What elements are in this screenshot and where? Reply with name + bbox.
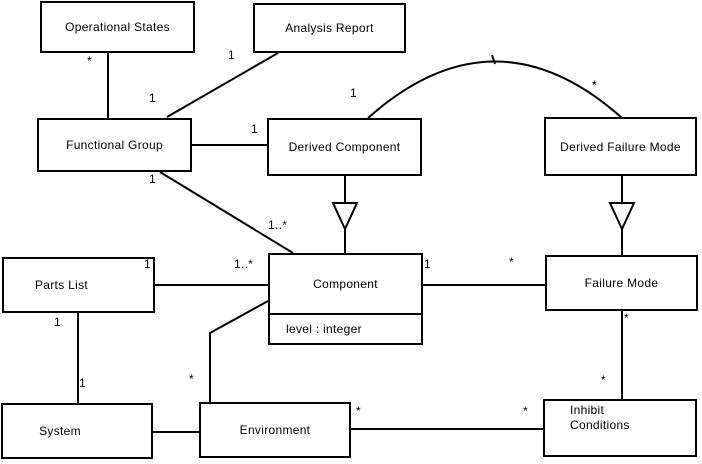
class-label: Failure Mode <box>584 276 659 290</box>
generalization-derived-failure-mode-arrow <box>608 202 636 232</box>
class-inhibit-conditions[interactable]: Inhibit Conditions <box>543 399 697 457</box>
class-parts-list[interactable]: Parts List <box>2 257 155 313</box>
mult-functional-group-end-analysis-report: 1 <box>149 91 156 105</box>
mult-derived-component-end-functional-group: 1 <box>251 122 258 136</box>
class-failure-mode[interactable]: Failure Mode <box>545 255 698 311</box>
mult-functional-group-end-component: 1 <box>149 172 156 186</box>
mult-derived-component-end-arc: 1 <box>350 86 357 100</box>
mult-derived-failure-mode-end-arc: * <box>592 78 597 92</box>
class-label: Component <box>313 277 378 291</box>
class-system[interactable]: System <box>1 403 153 459</box>
arc-apex-tick <box>491 54 496 65</box>
mult-failure-mode-end-component: * <box>509 255 514 269</box>
class-operational-states[interactable]: Operational States <box>40 1 195 53</box>
class-functional-group[interactable]: Functional Group <box>37 118 192 172</box>
class-derived-component[interactable]: Derived Component <box>267 118 422 176</box>
mult-analysis-report-end: 1 <box>228 48 235 62</box>
assoc-functional-group-component <box>159 171 294 254</box>
mult-component-end-failure-mode: 1 <box>424 257 431 271</box>
assoc-environment-component <box>209 300 269 402</box>
class-environment[interactable]: Environment <box>199 402 351 458</box>
mult-component-end-functional-group: 1..* <box>268 218 288 232</box>
mult-system-end-parts-list: 1 <box>79 376 86 390</box>
class-attribute: level : integer <box>286 322 362 336</box>
class-analysis-report[interactable]: Analysis Report <box>253 3 406 53</box>
mult-inhibit-end-environment: * <box>523 404 528 418</box>
class-label: Operational States <box>65 20 170 34</box>
class-label: Analysis Report <box>285 21 374 35</box>
mult-parts-list-end-system: 1 <box>54 315 61 329</box>
generalization-derived-component-arrow <box>331 202 359 232</box>
class-label: Derived Component <box>288 140 401 154</box>
class-attribute-compartment: level : integer <box>268 313 423 345</box>
mult-parts-list-end-component: 1 <box>144 257 151 271</box>
class-label: Derived Failure Mode <box>560 139 681 154</box>
class-label: Environment <box>239 423 311 437</box>
mult-component-end-parts-list: 1..* <box>234 257 254 271</box>
class-name-compartment: Component <box>268 253 423 315</box>
class-label: Functional Group <box>66 138 163 152</box>
class-label: System <box>39 424 81 438</box>
mult-operational-states-end: * <box>87 54 92 68</box>
class-label: Parts List <box>34 278 88 292</box>
mult-failure-mode-end-inhibit: * <box>624 311 629 325</box>
mult-environment-end-inhibit: * <box>356 404 361 418</box>
mult-environment-end-component: * <box>189 372 194 386</box>
mult-inhibit-end-failure-mode: * <box>601 373 606 387</box>
class-label: Inhibit Conditions <box>570 403 630 432</box>
class-component[interactable]: Component level : integer <box>268 253 423 345</box>
class-derived-failure-mode[interactable]: Derived Failure Mode <box>544 117 697 176</box>
assoc-derived-component-derived-failure-mode-arc <box>367 60 623 119</box>
assoc-analysis-report-functional-group <box>166 52 279 118</box>
